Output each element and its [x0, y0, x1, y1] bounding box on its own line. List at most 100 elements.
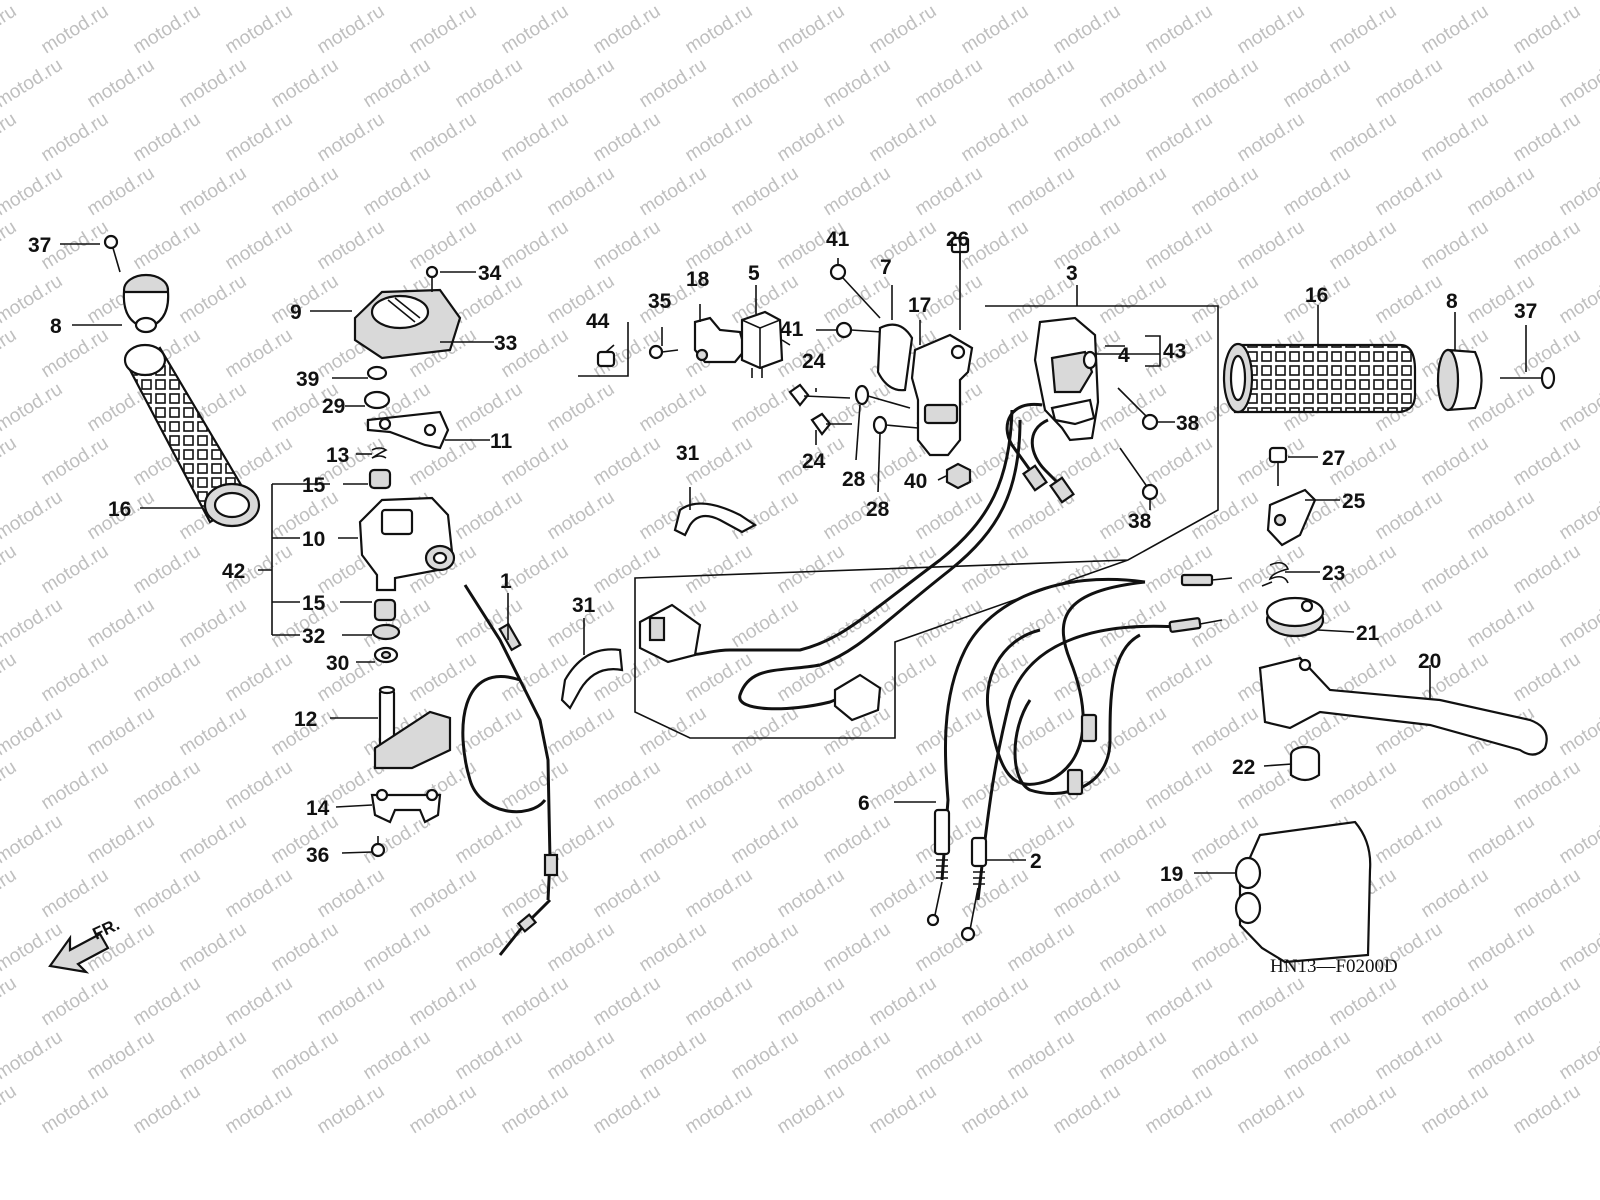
watermark-text: motod.ru — [452, 163, 527, 221]
watermark-text: motod.ru — [1188, 271, 1263, 329]
watermark-text: motod.ru — [1510, 649, 1585, 707]
watermark-text: motod.ru — [38, 433, 113, 491]
part-label: 12 — [294, 708, 317, 731]
watermark-text: motod.ru — [590, 1, 665, 59]
watermark-text: motod.ru — [130, 865, 205, 923]
watermark-text: motod.ru — [1234, 1081, 1309, 1139]
watermark-text: motod.ru — [682, 865, 757, 923]
watermark-text: motod.ru — [1464, 487, 1539, 545]
watermark-text: motod.ru — [1418, 541, 1493, 599]
watermark-text: motod.ru — [0, 1, 20, 59]
watermark-text: motod.ru — [0, 865, 20, 923]
watermark-text: motod.ru — [1142, 757, 1217, 815]
watermark-text: motod.ru — [1096, 1027, 1171, 1085]
watermark-text: motod.ru — [222, 325, 297, 383]
watermark-text: motod.ru — [406, 1, 481, 59]
watermark-text: motod.ru — [1372, 271, 1447, 329]
watermark-text: motod.ru — [1326, 109, 1401, 167]
watermark-text: motod.ru — [1142, 541, 1217, 599]
watermark-text: motod.ru — [544, 487, 619, 545]
watermark-text: motod.ru — [1234, 217, 1309, 275]
watermark-text: motod.ru — [176, 271, 251, 329]
watermark-text: motod.ru — [130, 1, 205, 59]
watermark-text: motod.ru — [1464, 595, 1539, 653]
left-grip-assembly — [103, 234, 261, 528]
watermark-text: motod.ru — [1372, 55, 1447, 113]
part-label: 17 — [908, 294, 931, 317]
leader-lines — [60, 238, 1527, 874]
part-label: 30 — [326, 652, 349, 675]
watermark-text: motod.ru — [130, 973, 205, 1031]
watermark-text: motod.ru — [1556, 0, 1600, 4]
watermark-text: motod.ru — [1096, 163, 1171, 221]
watermark-text: motod.ru — [1556, 595, 1600, 653]
watermark-text: motod.ru — [774, 757, 849, 815]
watermark-text: motod.ru — [958, 1, 1033, 59]
watermark-text: motod.ru — [728, 919, 803, 977]
switch-group-outline — [634, 305, 1219, 739]
watermark-text: motod.ru — [0, 109, 20, 167]
watermark-text: motod.ru — [1280, 55, 1355, 113]
part-label: 31 — [676, 442, 700, 465]
watermark-text: motod.ru — [912, 919, 987, 977]
part-label: 8 — [1446, 290, 1458, 313]
watermark-text: motod.ru — [1142, 973, 1217, 1031]
watermark-text: motod.ru — [682, 1, 757, 59]
watermark-text: motod.ru — [1510, 973, 1585, 1031]
watermark-text: motod.ru — [544, 163, 619, 221]
watermark-text: motod.ru — [38, 1, 113, 59]
part-label: 16 — [1305, 284, 1328, 307]
watermark-text: motod.ru — [498, 973, 573, 1031]
watermark-text: motod.ru — [1050, 541, 1125, 599]
watermark-text: motod.ru — [590, 1081, 665, 1139]
watermark-text: motod.ru — [268, 163, 343, 221]
watermark-text: motod.ru — [406, 865, 481, 923]
part-label: 35 — [648, 290, 672, 313]
watermark-text: motod.ru — [1280, 163, 1355, 221]
part-label: 43 — [1163, 340, 1186, 363]
watermark-text: motod.ru — [38, 1081, 113, 1139]
watermark-text: motod.ru — [1372, 163, 1447, 221]
watermark-text: motod.ru — [84, 1027, 159, 1085]
watermark-text: motod.ru — [222, 109, 297, 167]
watermark-text: motod.ru — [406, 973, 481, 1031]
diagram-code: HN13—F0200D — [1270, 956, 1398, 977]
watermark-text: motod.ru — [176, 1027, 251, 1085]
watermark-text: motod.ru — [1556, 379, 1600, 437]
watermark-text: motod.ru — [636, 55, 711, 113]
watermark-text: motod.ru — [84, 811, 159, 869]
watermark-text: motod.ru — [958, 865, 1033, 923]
watermark-text: motod.ru — [590, 541, 665, 599]
part-label: 21 — [1356, 622, 1380, 645]
watermark-text: motod.ru — [452, 811, 527, 869]
watermark-text: motod.ru — [1142, 109, 1217, 167]
watermark-text: motod.ru — [1510, 1081, 1585, 1139]
watermark-text: motod.ru — [38, 541, 113, 599]
watermark-text: motod.ru — [1096, 379, 1171, 437]
watermark-text: motod.ru — [176, 811, 251, 869]
watermark-text: motod.ru — [268, 919, 343, 977]
watermark-text: motod.ru — [452, 487, 527, 545]
watermark-text: motod.ru — [820, 163, 895, 221]
watermark-text: motod.ru — [1234, 973, 1309, 1031]
watermark-text: motod.ru — [866, 1081, 941, 1139]
watermark-text: motod.ru — [0, 649, 20, 707]
watermark-text: motod.ru — [176, 703, 251, 761]
watermark-text: motod.ru — [866, 1, 941, 59]
watermark-text: motod.ru — [682, 541, 757, 599]
watermark-text: motod.ru — [1418, 217, 1493, 275]
watermark-text: motod.ru — [728, 811, 803, 869]
watermark-text: motod.ru — [1004, 163, 1079, 221]
watermark-text: motod.ru — [360, 919, 435, 977]
watermark-text: motod.ru — [38, 865, 113, 923]
watermark-text: motod.ru — [38, 757, 113, 815]
part-label: 44 — [586, 310, 610, 333]
part-label: 32 — [302, 625, 325, 648]
watermark-text: motod.ru — [1234, 541, 1309, 599]
watermark-text: motod.ru — [38, 109, 113, 167]
watermark-text: motod.ru — [452, 1027, 527, 1085]
part-label: 31 — [572, 594, 596, 617]
watermark-text: motod.ru — [0, 757, 20, 815]
wire-harness — [638, 409, 1022, 722]
brake-cables — [926, 573, 1233, 942]
